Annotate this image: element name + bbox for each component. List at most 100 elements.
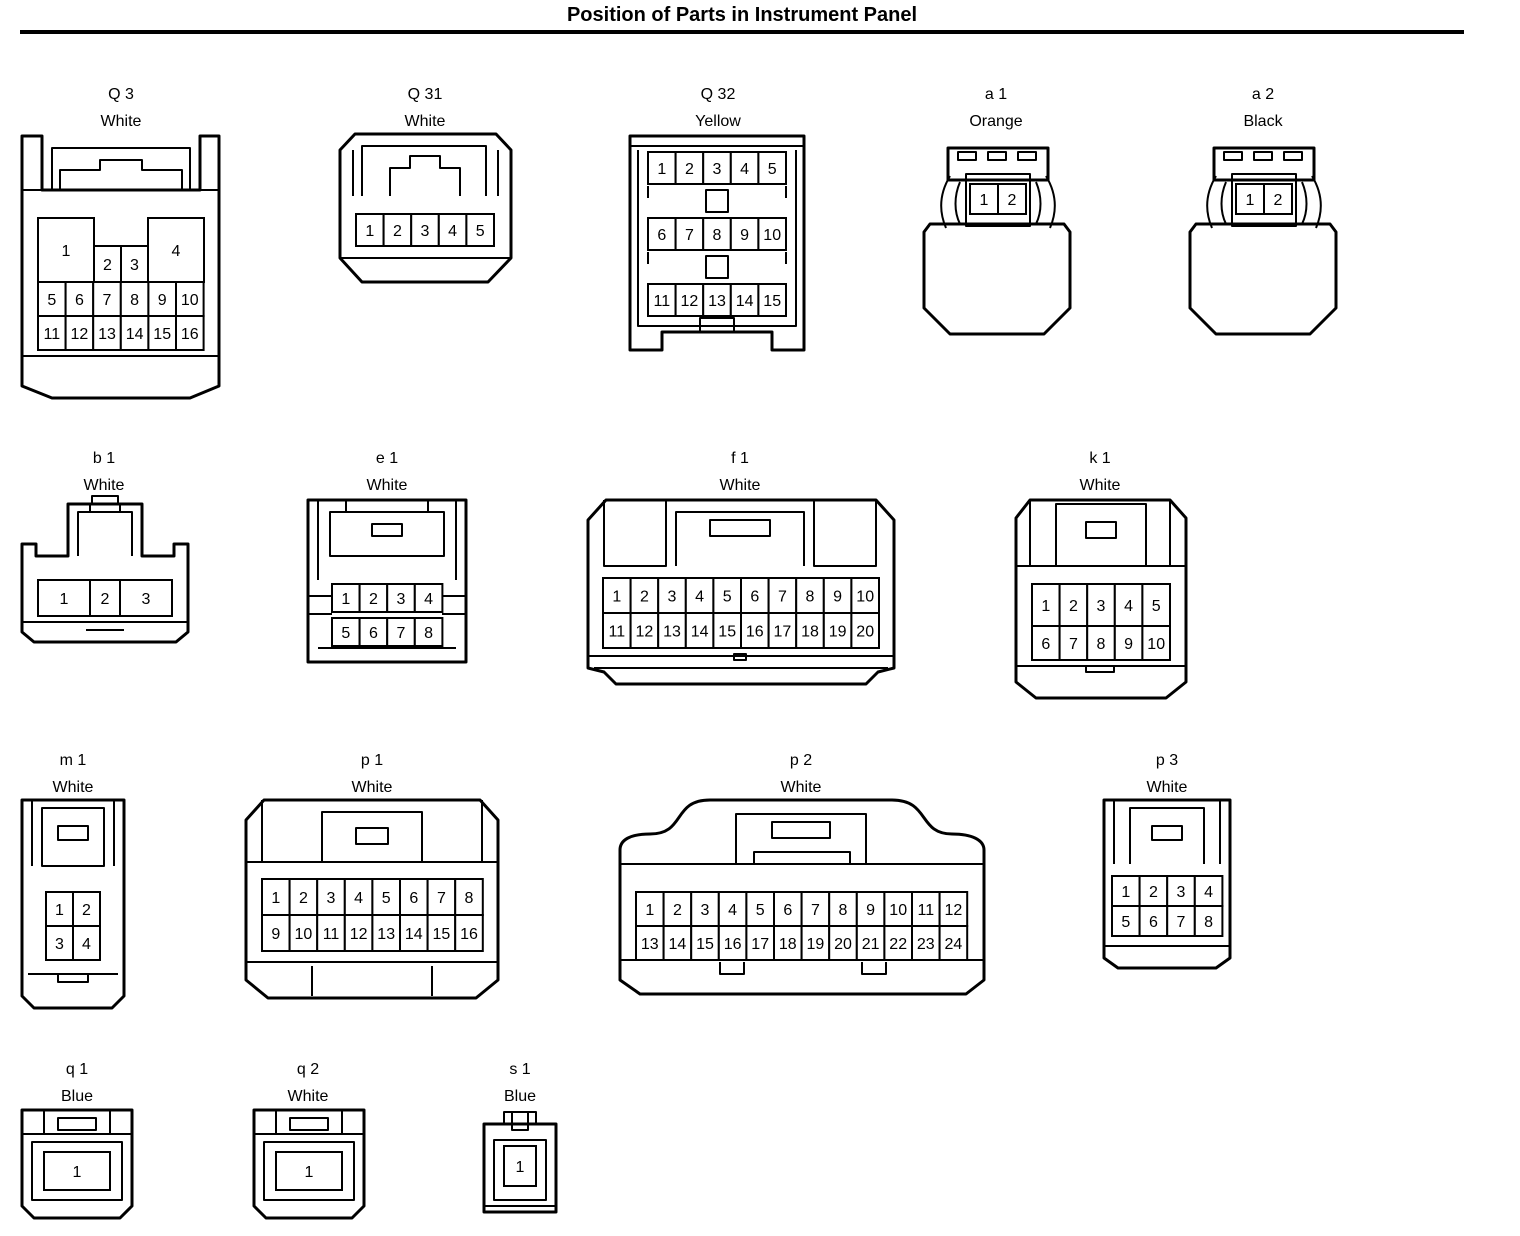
pin-number: 3 xyxy=(130,257,139,274)
housing-detail xyxy=(630,145,804,332)
pin-cavity xyxy=(684,577,715,614)
pin-cavity xyxy=(382,213,413,247)
connector-code: m 1 xyxy=(60,752,87,769)
connector-housing xyxy=(338,132,513,284)
pin-cavity xyxy=(1235,183,1265,215)
pin-number: 1 xyxy=(62,243,71,260)
pin-cavity xyxy=(674,217,705,251)
pin-cavity xyxy=(674,283,705,317)
housing-detail xyxy=(254,1110,364,1201)
pin-cavity xyxy=(426,914,457,952)
pin-cavity xyxy=(64,315,95,351)
pin-number: 4 xyxy=(172,243,181,260)
housing-detail xyxy=(28,800,118,983)
pin-number: 23 xyxy=(917,936,935,953)
pin-number: 20 xyxy=(834,936,852,953)
pin-cavity xyxy=(795,612,825,649)
pin-number: 14 xyxy=(405,926,423,943)
connector-code: p 1 xyxy=(361,752,383,769)
connector-color: White xyxy=(781,779,822,796)
pin-cavity xyxy=(757,151,788,185)
pin-number: 10 xyxy=(763,227,781,244)
connector-housing xyxy=(306,498,468,664)
pin-number: 16 xyxy=(460,926,478,943)
pin-number: 19 xyxy=(807,936,825,953)
pin-number: 13 xyxy=(641,936,659,953)
pin-number: 2 xyxy=(101,591,110,608)
pin-number: 10 xyxy=(856,589,874,606)
pin-number: 12 xyxy=(71,326,89,343)
pin-number: 5 xyxy=(1152,598,1161,615)
pin-cavity xyxy=(712,612,743,649)
pin-number: 12 xyxy=(945,902,963,919)
pin-number: 19 xyxy=(829,624,847,641)
pin-number: 14 xyxy=(126,326,144,343)
pin-number: 3 xyxy=(1097,598,1106,615)
pin-cavity xyxy=(647,283,677,317)
pin-number: 11 xyxy=(653,293,670,310)
pin-cavity xyxy=(767,612,798,649)
pin-cavity xyxy=(647,217,677,251)
pin-number: 2 xyxy=(1008,192,1017,209)
pin-cavity xyxy=(72,891,101,927)
connector-color: Orange xyxy=(969,113,1022,130)
pin-number: 1 xyxy=(365,223,374,240)
pin-number: 3 xyxy=(142,591,151,608)
pin-cavity xyxy=(465,213,495,247)
connector-code: e 1 xyxy=(376,450,398,467)
pin-number: 9 xyxy=(271,926,280,943)
pin-number: 2 xyxy=(640,589,649,606)
connector-housing xyxy=(482,1122,558,1214)
pin-cavity xyxy=(662,925,693,961)
housing-detail xyxy=(1206,151,1322,229)
pin-cavity xyxy=(602,612,632,649)
pin-cavity xyxy=(175,315,205,351)
pin-number: 4 xyxy=(82,936,91,953)
pin-number: 15 xyxy=(763,293,781,310)
connector-code: q 1 xyxy=(66,1061,88,1078)
pin-cavity xyxy=(938,891,969,927)
pin-number: 20 xyxy=(856,624,874,641)
pin-cavity xyxy=(822,577,853,614)
pin-grid: 1 xyxy=(275,1151,343,1191)
pin-cavity xyxy=(437,213,468,247)
pin-cavity xyxy=(1058,625,1089,661)
pin-number: 1 xyxy=(1121,884,1130,901)
pin-cavity xyxy=(745,925,776,961)
pin-number: 8 xyxy=(839,902,848,919)
connector-code: q 2 xyxy=(297,1061,319,1078)
pin-number: 7 xyxy=(685,227,694,244)
pin-number: 5 xyxy=(1121,914,1130,931)
pin-cavity xyxy=(1193,905,1224,937)
connector-housing xyxy=(618,798,986,996)
pin-number: 7 xyxy=(437,890,446,907)
pin-number: 5 xyxy=(756,902,765,919)
housing-detail xyxy=(246,800,498,996)
connector-housing xyxy=(244,798,500,1000)
pin-cavity xyxy=(72,925,101,961)
pin-cavity xyxy=(883,925,914,961)
pin-cavity xyxy=(358,617,389,647)
pin-number: 6 xyxy=(75,292,84,309)
connector-code: p 2 xyxy=(790,752,812,769)
connector-housing xyxy=(20,798,126,1010)
pin-number: 7 xyxy=(1177,914,1186,931)
pin-number: 11 xyxy=(608,624,625,641)
pin-number: 1 xyxy=(73,1164,82,1181)
pin-number: 13 xyxy=(377,926,395,943)
pin-number: 9 xyxy=(833,589,842,606)
pin-number: 6 xyxy=(657,227,666,244)
pin-cavity xyxy=(1086,625,1116,661)
pin-number: 10 xyxy=(295,926,313,943)
connector-color: White xyxy=(720,477,761,494)
pin-number: 2 xyxy=(393,223,402,240)
pin-cavity xyxy=(828,925,858,961)
connector-color: White xyxy=(288,1088,329,1105)
